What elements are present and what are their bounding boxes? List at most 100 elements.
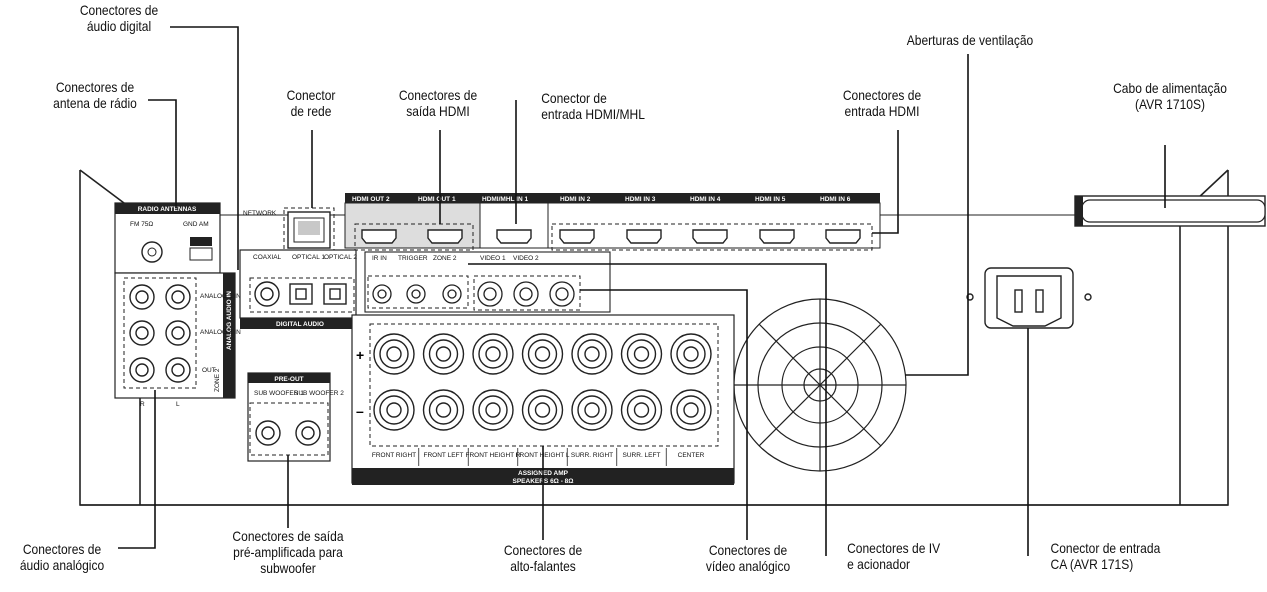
callout-line: subwoofer: [260, 560, 316, 576]
callout-speakers: Conectores de alto-falantes: [496, 542, 591, 574]
callout-line: Conector: [286, 87, 336, 103]
speaker-terminal: [386, 346, 402, 362]
speaker-terminal: [683, 346, 699, 362]
callout-line: Conectores de saída: [232, 528, 344, 544]
callout-line: Aberturas de ventilação: [906, 32, 1034, 48]
digital-audio-label: DIGITAL AUDIO: [276, 321, 324, 328]
speaker-terminal: [435, 402, 452, 418]
am-label: GND AM: [183, 221, 209, 228]
callout-ventilation: Aberturas de ventilação: [884, 32, 1056, 48]
hdmi-in5-label: HDMI IN 5: [755, 196, 786, 203]
speaker-label: FRONT RIGHT: [372, 452, 416, 459]
callout-line: Conectores de: [708, 542, 788, 558]
speaker-terminal: [584, 402, 600, 418]
analog1-label: ANALOG 1 IN: [200, 293, 241, 300]
callout-line: Conectores de: [22, 541, 102, 557]
speaker-terminal: [485, 402, 501, 418]
callout-line: entrada HDMI: [844, 103, 920, 119]
speaker-label: SURR. LEFT: [623, 452, 661, 459]
speaker-terminal: [633, 402, 650, 418]
speaker-terminal: [584, 346, 600, 362]
speaker-terminal: [435, 346, 452, 362]
callout-line: Conectores de: [79, 2, 159, 18]
optical2-label: OPTICAL 2: [324, 254, 357, 261]
callout-ir-trigger: Conectores de IV e acionador: [847, 540, 959, 572]
fan-grill: [733, 298, 907, 472]
radio-antennas-label: RADIO ANTENNAS: [138, 206, 197, 213]
callout-line: de rede: [290, 103, 332, 119]
callout-line: Conectores de: [503, 542, 583, 558]
radio-antenna-block: RADIO ANTENNAS FM 75Ω GND AM: [114, 202, 221, 274]
optical1-label: OPTICAL 1: [292, 254, 325, 261]
callout-line: Conectores de IV: [847, 540, 941, 556]
fm-label: FM 75Ω: [130, 221, 153, 228]
hdmi-in3-label: HDMI IN 3: [625, 196, 656, 203]
power-cord: [1074, 195, 1266, 227]
callout-preout: Conectores de saída pré-amplificada para…: [219, 528, 357, 576]
callout-analog-audio: Conectores de áudio analógico: [10, 541, 113, 573]
hdmi-in2-label: HDMI IN 2: [560, 196, 591, 203]
r-label: R: [140, 401, 145, 408]
callout-line: (AVR 1710S): [1134, 96, 1206, 112]
analog2-label: ANALOG 2 IN: [200, 329, 241, 336]
callout-hdmi-mhl: Conector de entrada HDMI/MHL: [541, 90, 679, 122]
callout-analog-video: Conectores de vídeo analógico: [696, 542, 799, 574]
callout-digital-audio: Conectores de áudio digital: [72, 2, 167, 34]
callout-line: Conector de entrada: [1050, 540, 1161, 556]
video2-label: VIDEO 2: [513, 255, 539, 262]
network-label: NETWORK: [243, 210, 277, 217]
trigger-label: TRIGGER: [398, 255, 428, 262]
hdmi-in6-label: HDMI IN 6: [820, 196, 851, 203]
preout-label: PRE-OUT: [274, 376, 303, 383]
hdmi-in4-label: HDMI IN 4: [690, 196, 721, 203]
speaker-label: FRONT LEFT: [424, 452, 464, 459]
speaker-label: CENTER: [678, 452, 705, 459]
l-label: L: [176, 401, 180, 408]
callout-ac-input: Conector de entrada CA (AVR 171S): [1051, 540, 1180, 572]
callout-line: antena de rádio: [53, 95, 137, 111]
video1-label: VIDEO 1: [480, 255, 506, 262]
ac-inlet: [966, 267, 1092, 329]
preout-block: PRE-OUT SUB WOOFER 1 SUB WOOFER 2: [247, 372, 344, 462]
speaker-terminal: [534, 346, 551, 362]
callout-line: Cabo de alimentação: [1113, 80, 1227, 96]
hdmi-out1-label: HDMI OUT 1: [418, 196, 456, 203]
callout-line: saída HDMI: [406, 103, 470, 119]
callout-line: Conectores de: [55, 79, 135, 95]
hdmi-mhl-in1-label: HDMI/MHL IN 1: [482, 196, 528, 203]
speaker-terminal: [633, 346, 650, 362]
callout-radio-antenna: Conectores de antena de rádio: [39, 79, 151, 111]
hdmi-strip: HDMI OUT 2 HDMI OUT 1 HDMI/MHL IN 1 HDMI…: [344, 193, 881, 251]
callout-line: Conector de: [541, 90, 607, 106]
callout-line: Conectores de: [398, 87, 478, 103]
sub2-label: SUB WOOFER 2: [294, 390, 344, 397]
callout-line: áudio analógico: [19, 557, 105, 573]
zone2-out-label: ZONE 2: [433, 255, 457, 262]
callout-line: Conectores de: [842, 87, 922, 103]
plus-label: +: [356, 347, 364, 363]
callout-line: vídeo analógico: [705, 558, 791, 574]
callout-power-cord: Cabo de alimentação (AVR 1710S): [1101, 80, 1239, 112]
hdmi-out2-label: HDMI OUT 2: [352, 196, 390, 203]
callout-line: CA (AVR 171S): [1050, 556, 1134, 572]
speaker-terminal: [534, 402, 551, 418]
speaker-label: FRONT HEIGHT R: [465, 452, 520, 459]
speaker-terminal: [485, 346, 501, 362]
callout-line: áudio digital: [86, 18, 152, 34]
callout-line: alto-falantes: [510, 558, 576, 574]
out-label: OUT: [202, 367, 216, 374]
callout-line: e acionador: [847, 556, 911, 572]
callout-network: Conector de rede: [272, 87, 349, 119]
ir-in-label: IR IN: [372, 255, 387, 262]
leader-lines: [118, 26, 1166, 556]
speaker-terminal: [386, 402, 402, 418]
callout-hdmi-out: Conectores de saída HDMI: [386, 87, 489, 119]
callout-hdmi-in: Conectores de entrada HDMI: [830, 87, 933, 119]
callout-line: pré-amplificada para: [233, 544, 343, 560]
sub1-label: SUB WOOFER 1: [254, 390, 304, 397]
network-digital-block: NETWORK COAXIAL OPTICAL 1 OPTICAL 2 DIGI…: [239, 207, 375, 329]
minus-label: –: [356, 403, 364, 419]
